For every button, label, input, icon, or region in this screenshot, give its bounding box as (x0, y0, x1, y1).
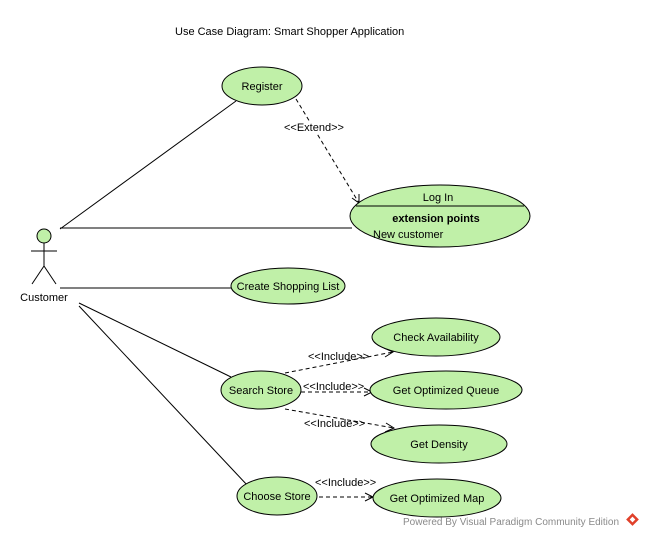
include-line-3 (284, 408, 395, 429)
use-case-search-store-label: Search Store (229, 385, 293, 397)
use-case-choose-store[interactable]: Choose Store (236, 476, 318, 516)
use-case-register[interactable]: Register (221, 66, 303, 106)
use-case-login[interactable]: Log In extension points New customer (349, 184, 531, 248)
use-case-get-optimized-map[interactable]: Get Optimized Map (372, 478, 502, 518)
diagram-title: Use Case Diagram: Smart Shopper Applicat… (175, 26, 404, 38)
include-label-3: <<Include>> (304, 418, 365, 430)
use-case-get-density-shape (370, 424, 508, 464)
use-case-get-optimized-map-label: Get Optimized Map (390, 493, 485, 505)
use-case-get-optimized-queue-label: Get Optimized Queue (393, 385, 499, 397)
use-case-get-optimized-map-shape (372, 478, 502, 518)
extension-points-heading: extension points (392, 213, 479, 225)
use-case-get-optimized-queue-shape (369, 370, 523, 410)
actor-customer[interactable]: Customer (20, 228, 68, 304)
include-label-4: <<Include>> (315, 477, 376, 489)
use-case-login-label: Log In (423, 192, 454, 204)
use-case-create-shopping-list-label: Create Shopping List (237, 281, 340, 293)
use-case-create-shopping-list-shape (230, 267, 346, 305)
use-case-check-availability-shape (371, 317, 501, 357)
include-arrowhead-3 (384, 422, 396, 433)
use-case-get-density-label: Get Density (410, 439, 468, 451)
extend-label-bg (283, 121, 345, 134)
actor-left-leg (31, 265, 45, 285)
use-case-search-store-shape (220, 370, 302, 410)
use-case-search-store[interactable]: Search Store (220, 370, 302, 410)
assoc-choose-store (78, 305, 249, 487)
extension-point-item: New customer (373, 229, 444, 241)
include-label-2: <<Include>> (303, 381, 364, 393)
actor-head (36, 228, 52, 244)
use-case-create-shopping-list[interactable]: Create Shopping List (230, 267, 346, 305)
use-case-check-availability-label: Check Availability (393, 332, 479, 344)
use-case-choose-store-shape (236, 476, 318, 516)
extend-arrowhead (351, 194, 360, 204)
include-label-1: <<Include>> (308, 351, 369, 363)
logo-inner (629, 516, 636, 523)
include-line-1 (284, 351, 394, 374)
use-case-choose-store-label: Choose Store (243, 491, 310, 503)
watermark-text: Powered By Visual Paradigm Community Edi… (403, 517, 619, 528)
use-case-register-shape (221, 66, 303, 106)
extend-line (295, 98, 360, 204)
use-case-check-availability[interactable]: Check Availability (371, 317, 501, 357)
assoc-search-store (78, 302, 232, 378)
extend-label: <<Extend>> (284, 122, 344, 134)
assoc-register (59, 100, 237, 230)
use-case-login-shape (349, 184, 531, 248)
visual-paradigm-logo-icon (626, 513, 639, 526)
use-case-register-label: Register (242, 81, 283, 93)
use-case-get-density[interactable]: Get Density (370, 424, 508, 464)
use-case-get-optimized-queue[interactable]: Get Optimized Queue (369, 370, 523, 410)
actor-label: Customer (20, 292, 68, 304)
actor-right-leg (43, 265, 57, 285)
